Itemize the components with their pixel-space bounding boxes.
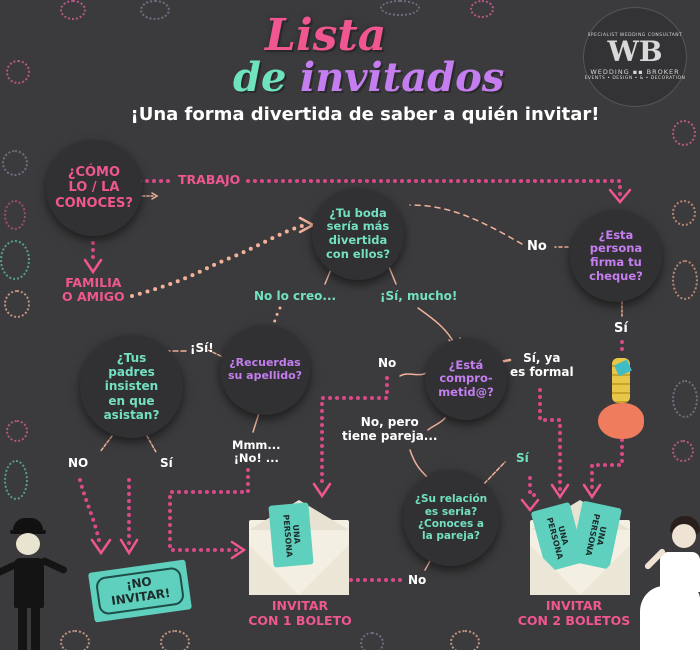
- label-si-formal: Sí, ya es formal: [510, 351, 574, 379]
- doily-ornament-icon: [6, 420, 28, 442]
- groom-illustration: [0, 518, 70, 650]
- label-no-lo-creo: No lo creo...: [254, 289, 337, 303]
- logo-ring-top: SPECIALIST WEDDING CONSULTANT: [587, 33, 683, 38]
- label-no-pero-pareja: No, pero tiene pareja...: [342, 415, 438, 443]
- envelope-one-ticket-icon: UNA PERSONA: [249, 500, 349, 595]
- label-no-comprometido: No: [378, 356, 397, 370]
- label-familia-amigo: FAMILIA O AMIGO: [62, 275, 125, 305]
- groom-hat-icon: [13, 518, 43, 532]
- doily-ornament-icon: [4, 290, 30, 318]
- label-si-padres: Sí: [160, 456, 173, 470]
- doily-ornament-icon: [672, 120, 696, 146]
- label-si-relacion: Sí: [516, 451, 529, 465]
- doily-ornament-icon: [6, 60, 30, 84]
- label-no-relacion: No: [408, 573, 427, 587]
- label-no-padres: NO: [68, 456, 89, 470]
- node-tu-boda-divertida: ¿Tu boda sería más divertida con ellos?: [312, 188, 404, 280]
- title-lista: Lista: [265, 10, 387, 61]
- groom-head: [16, 533, 40, 555]
- label-trabajo: TRABAJO: [178, 172, 241, 187]
- title-de: de: [233, 54, 287, 101]
- doily-ornament-icon: [672, 440, 694, 462]
- title: Lista de invitados: [225, 10, 515, 101]
- logo-monogram: WB: [607, 35, 663, 68]
- doily-ornament-icon: [672, 380, 698, 418]
- title-invitados: invitados: [300, 54, 505, 101]
- label-no-cheque: No: [527, 239, 547, 254]
- doily-ornament-icon: [4, 200, 26, 230]
- outcome-invitar-1-boleto: INVITAR CON 1 BOLETO: [248, 598, 352, 628]
- node-esta-comprometido: ¿Está compro- metid@?: [425, 338, 507, 420]
- subtitle: ¡Una forma divertida de saber a quién in…: [130, 104, 600, 125]
- doily-ornament-icon: [360, 632, 384, 650]
- doily-ornament-icon: [380, 0, 420, 16]
- bride-dress: [660, 552, 700, 592]
- doily-ornament-icon: [672, 260, 698, 300]
- node-firma-tu-cheque: ¿Esta persona firma tu cheque?: [570, 210, 662, 302]
- doily-ornament-icon: [0, 240, 30, 280]
- doily-ornament-icon: [60, 0, 86, 20]
- doily-ornament-icon: [2, 150, 28, 176]
- doily-ornament-icon: [470, 0, 494, 18]
- node-como-lo-conoces: ¿CÓMO LO / LA CONOCES?: [46, 140, 142, 236]
- label-si-mucho: ¡Sí, mucho!: [380, 289, 458, 303]
- no-invitar-label: ¡NO INVITAR!: [94, 566, 186, 616]
- label-mmm-no: Mmm... ¡No! ...: [232, 438, 281, 466]
- bride-illustration: [640, 516, 700, 650]
- doily-ornament-icon: [672, 200, 696, 226]
- node-recuerdas-apellido: ¿Recuerdas su apellido?: [220, 325, 310, 415]
- node-padres-insisten: ¿Tus padres insisten en que asistan?: [80, 335, 183, 438]
- doily-ornament-icon: [160, 630, 190, 650]
- groom-body: [14, 558, 44, 608]
- doily-ornament-icon: [60, 630, 90, 650]
- wedding-broker-logo: SPECIALIST WEDDING CONSULTANT WB WEDDING…: [583, 7, 687, 107]
- logo-ring-bottom: EVENTS • DESIGN • & • DECORATION: [584, 76, 686, 81]
- logo-name: WEDDING ▪▪ BROKER: [590, 68, 680, 76]
- label-si-apellido: ¡Sí!: [190, 341, 214, 355]
- bride-head: [672, 524, 696, 548]
- label-si-cheque: Sí: [614, 321, 628, 336]
- envelope-two-tickets-icon: UNA PERSONA UNA PERSONA: [530, 500, 630, 595]
- node-relacion-seria: ¿Su relación es seria? ¿Conoces a la par…: [403, 470, 499, 566]
- doily-ornament-icon: [4, 460, 28, 500]
- outcome-invitar-2-boletos: INVITAR CON 2 BOLETOS: [517, 598, 631, 628]
- doily-ornament-icon: [140, 0, 170, 20]
- doily-ornament-icon: [450, 630, 480, 650]
- piggy-bank-icon: [598, 403, 644, 439]
